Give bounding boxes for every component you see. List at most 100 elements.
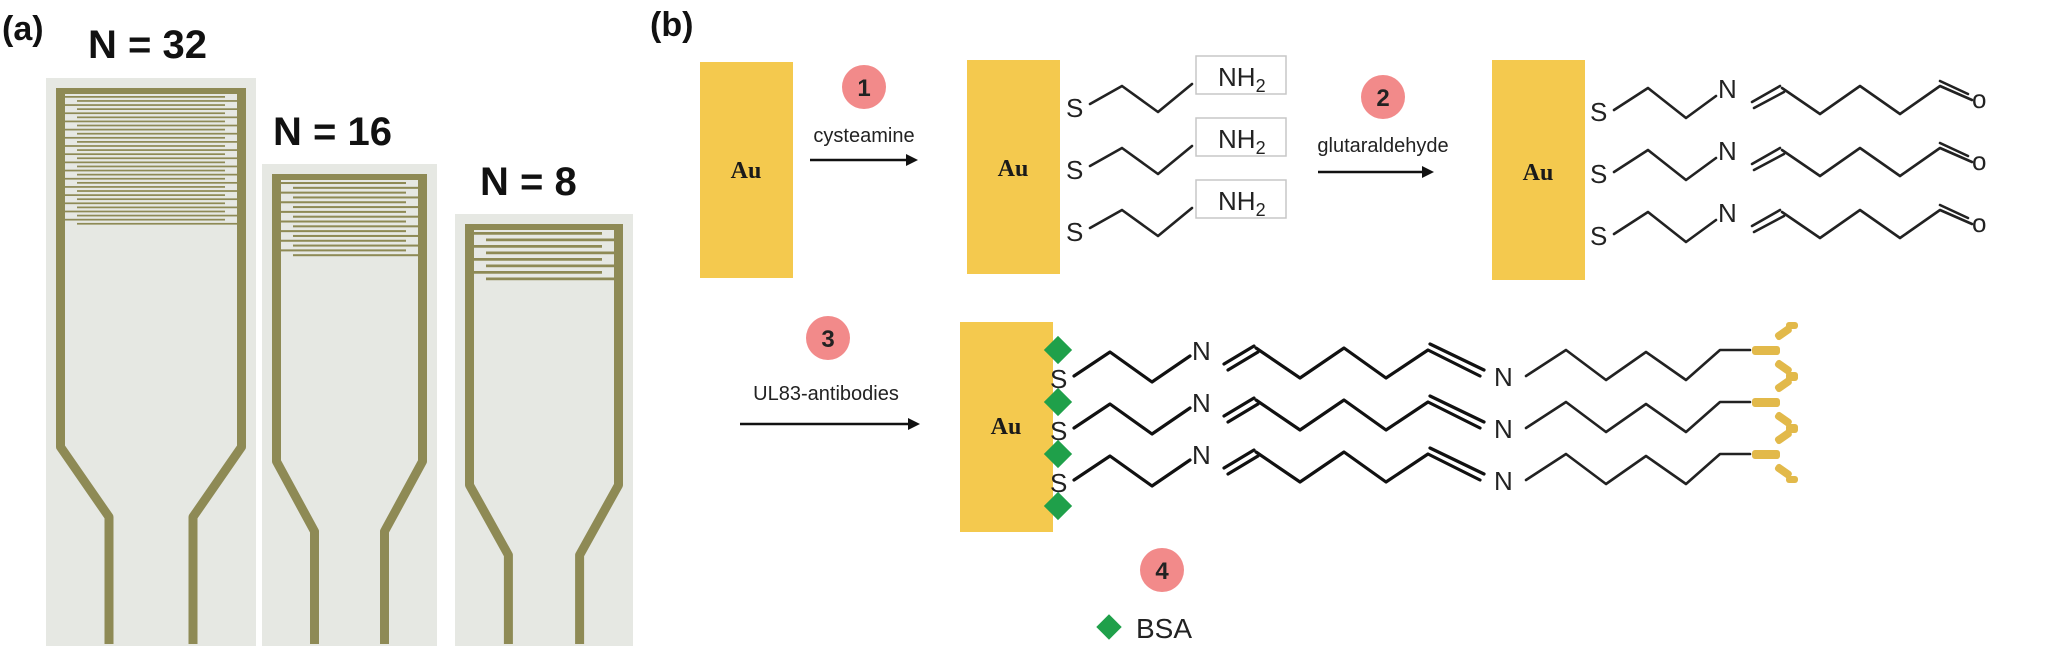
bsa-block	[1043, 439, 1073, 469]
amine-box	[1195, 55, 1287, 95]
imine-bond-b	[1226, 454, 1260, 476]
electrode-finger	[65, 186, 225, 188]
antibody-arm-lower	[1774, 411, 1792, 427]
electrode-finger	[65, 153, 225, 156]
antibody-tip-upper	[1786, 374, 1798, 381]
linker-bond	[1072, 402, 1192, 436]
step-2-reagent: glutaraldehyde	[1317, 135, 1448, 157]
imine-bond-a	[1222, 396, 1256, 418]
electrode-bus-top	[465, 224, 623, 230]
electrode-finger	[281, 220, 406, 223]
step-4-number: 4	[1155, 558, 1169, 585]
sulfur-atom: S	[1066, 155, 1083, 185]
electrode-finger	[293, 225, 418, 228]
electrode-finger	[293, 234, 418, 237]
antibody-icon	[1752, 322, 1798, 379]
antibody-arm-upper	[1774, 429, 1792, 445]
aldehyde-double-bond	[1938, 141, 1970, 158]
electrode-finger	[65, 177, 225, 180]
electrode-finger	[77, 206, 237, 209]
electrode-finger	[65, 128, 225, 131]
electrode-finger	[77, 132, 237, 135]
glutaraldehyde-chain	[1780, 208, 1974, 240]
electrode-photos	[46, 78, 633, 646]
antibody-linker-chain	[1524, 400, 1752, 434]
bsa-legend-label: BSA	[1136, 613, 1192, 644]
imine-bond-a	[1222, 448, 1256, 470]
step-2-badge	[1361, 75, 1405, 119]
imine-bond-b	[1752, 90, 1786, 110]
antibody-tip-upper	[1786, 426, 1798, 433]
step-3-number: 3	[821, 326, 834, 353]
electrode-substrate	[455, 214, 633, 646]
electrode-bus-right	[237, 88, 246, 225]
electrode-finger	[281, 191, 406, 194]
electrode-16	[262, 164, 437, 646]
step-1-number: 1	[857, 75, 870, 102]
gold-electrode-cysteamine-label: Au	[998, 156, 1029, 182]
antibody-arm-lower	[1774, 359, 1792, 375]
electrode-bus-top	[272, 174, 427, 180]
electrode-finger	[474, 245, 602, 248]
electrode-32	[46, 78, 256, 646]
electrode-finger	[486, 238, 614, 242]
electrode-finger	[65, 120, 225, 123]
electrode-finger	[65, 202, 225, 205]
imine-bond-b	[1752, 152, 1786, 172]
imine-bond-c	[1428, 342, 1486, 372]
antibody-arm-lower	[1774, 463, 1792, 479]
electrode-bus-left	[272, 174, 281, 257]
amine-box	[1195, 117, 1287, 157]
linker-bond	[1072, 350, 1192, 384]
nitrogen-atom: N	[1192, 336, 1211, 366]
panel-b-label: (b)	[650, 6, 693, 44]
electrode-lead-left	[465, 276, 513, 644]
electrode-finger	[77, 214, 237, 217]
nitrogen-atom: N	[1718, 74, 1737, 104]
electrode-finger	[281, 230, 406, 233]
electrode-bus-top	[56, 88, 246, 94]
cysteamine-bond	[1088, 206, 1194, 238]
imine-bond-b	[1226, 402, 1260, 424]
imine-bond-b	[1752, 214, 1786, 234]
electrode-bus-right	[614, 224, 623, 282]
nitrogen-atom: N	[1494, 362, 1513, 392]
electrode-finger	[65, 104, 225, 106]
antibody-icon	[1752, 426, 1798, 483]
electrode-finger	[65, 112, 225, 115]
electrode-finger	[474, 258, 602, 261]
glutaraldehyde-chain	[1780, 84, 1974, 116]
sulfur-atom: S	[1590, 159, 1607, 189]
electrode-lead-right	[575, 276, 623, 644]
electrode-finger	[77, 173, 237, 176]
antibody-arm-upper	[1774, 325, 1792, 341]
electrode-finger	[77, 165, 237, 168]
electrode-bus-left	[56, 88, 65, 225]
electrode-finger	[486, 264, 614, 268]
step-3-badge	[806, 316, 850, 360]
gold-electrode-cysteamine	[967, 60, 1060, 274]
electrode-finger	[486, 251, 614, 255]
electrode-finger	[77, 149, 237, 151]
bsa-block	[1043, 387, 1073, 417]
nitrogen-atom: N	[1718, 198, 1737, 228]
electrode-finger	[65, 96, 225, 98]
step-4-badge	[1140, 548, 1184, 592]
antibody-linker-chain	[1524, 452, 1752, 486]
nitrogen-atom: N	[1494, 466, 1513, 496]
imine-bond-c	[1428, 446, 1486, 476]
antibody-stem	[1752, 346, 1780, 355]
electrode-finger	[65, 161, 225, 164]
electrode-8	[455, 214, 633, 646]
electrode-finger	[486, 277, 614, 281]
electrode-finger	[293, 196, 418, 199]
sulfur-atom: S	[1590, 97, 1607, 127]
electrode-substrate	[46, 78, 256, 646]
